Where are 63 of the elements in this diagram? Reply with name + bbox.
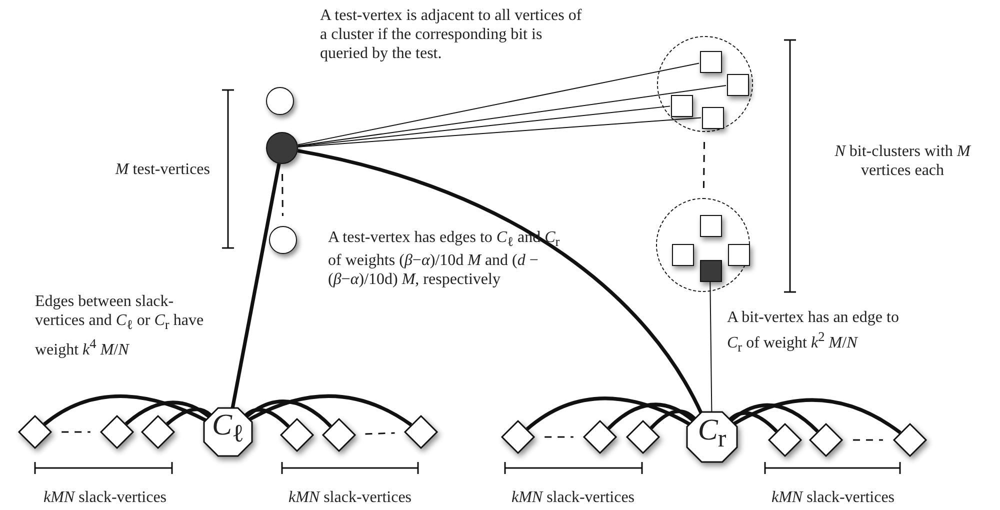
edge-line <box>730 403 819 433</box>
edge-line <box>710 280 712 412</box>
vertex-diamond <box>100 415 134 449</box>
edge-line <box>297 85 726 146</box>
vertex-diamond <box>809 423 843 457</box>
vertex-diamond <box>501 420 535 454</box>
vertex-circle <box>266 132 298 164</box>
edge-line <box>650 410 696 430</box>
edge-line <box>732 398 902 434</box>
dashed-line <box>282 174 284 216</box>
annotation-text: N bit-clusters with M vertices each <box>834 142 972 180</box>
annotation-text: A test-vertex is adjacent to all vertices of a cluster if the corresponding bit is queried by the test. <box>320 6 583 63</box>
vertex-square <box>702 107 724 129</box>
dimension-label: kMN slack-vertices <box>287 488 413 507</box>
edge-line <box>43 394 208 426</box>
octagon-vertex <box>202 406 254 458</box>
dashed-line <box>62 431 90 433</box>
edge-line <box>297 149 704 415</box>
edge-line <box>297 106 670 147</box>
dimension-label: kMN slack-vertices <box>510 488 636 507</box>
cluster-circle <box>657 36 753 132</box>
edge-line <box>297 117 702 148</box>
vertex-circle <box>269 226 297 254</box>
vertex-diamond <box>893 423 927 457</box>
vertex-square <box>671 95 693 117</box>
vertex-diamond <box>404 415 438 449</box>
vertex-diamond <box>583 420 617 454</box>
edge-line <box>248 394 412 426</box>
edge-line <box>230 163 281 409</box>
vertex-diamond <box>141 415 175 449</box>
vertex-square <box>700 215 722 237</box>
annotation-text: M test-vertices <box>114 160 210 179</box>
vertex-diamond <box>322 418 356 452</box>
edge-line <box>297 62 700 146</box>
edge-line <box>728 411 778 433</box>
annotation-text: A bit-vertex has an edge to C$_{r}$ of weight k$^{2}$ M/N <box>727 308 900 357</box>
cluster-circle <box>656 198 750 292</box>
vertex-square <box>728 244 750 266</box>
vertex-diamond <box>768 423 802 457</box>
edge-line <box>166 408 212 426</box>
vertex-diamond <box>18 415 52 449</box>
edge-line <box>246 400 332 428</box>
vertex-diamond <box>280 418 314 452</box>
dashed-line <box>544 436 574 438</box>
edge-line <box>607 402 694 430</box>
edge-line <box>526 396 692 430</box>
vertex-square <box>700 51 722 73</box>
vertex-diamond <box>626 420 660 454</box>
vertex-square <box>700 260 722 282</box>
dashed-line <box>365 432 395 435</box>
vertex-square <box>672 244 694 266</box>
vertex-label: C$_{ℓ}$ <box>211 410 245 450</box>
dashed-line <box>853 439 883 441</box>
dashed-line <box>702 142 706 188</box>
vertex-square <box>727 74 749 96</box>
octagon-vertex <box>685 410 739 464</box>
edge-line <box>244 408 290 428</box>
edge-line <box>124 400 210 426</box>
annotation-text: Edges between slack-vertices and C$_{ℓ}$ or C$_{r}$ have weight k$^{4}$ M/N <box>35 292 205 360</box>
vertex-circle <box>266 87 294 115</box>
dimension-label: kMN slack-vertices <box>770 488 896 507</box>
dimension-label: kMN slack-vertices <box>42 488 168 507</box>
vertex-label: C$_{r}$ <box>696 416 728 455</box>
